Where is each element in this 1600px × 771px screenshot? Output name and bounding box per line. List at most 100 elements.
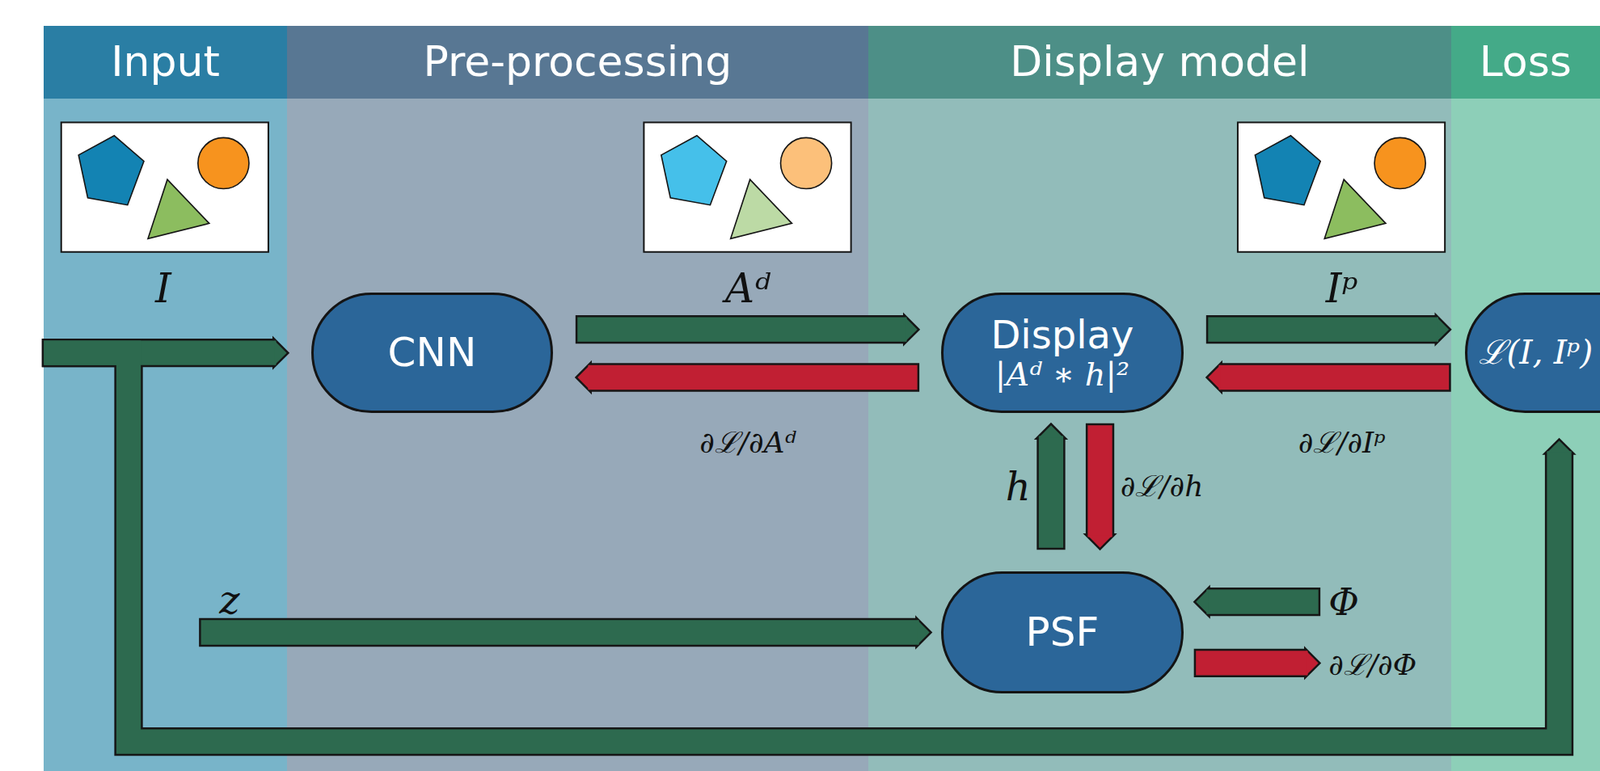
arrow-head xyxy=(904,317,917,342)
flow-connector xyxy=(577,365,917,390)
flow-connector xyxy=(1206,317,1449,342)
pentagon-shape xyxy=(661,135,727,206)
parameter-arrow xyxy=(1194,650,1319,676)
arrow-shaft xyxy=(42,338,275,368)
display-block: Display|Aᵈ ∗ h|² xyxy=(941,292,1184,414)
column-title: Input xyxy=(110,38,220,85)
arrow-shaft xyxy=(1194,649,1307,678)
symbol-label: ∂ℒ/∂Φ xyxy=(1328,649,1417,682)
edge-label: Iᵖ xyxy=(1325,266,1359,312)
arrow-shaft xyxy=(1207,317,1439,342)
parameter-arrow xyxy=(1195,590,1318,615)
arrow-shaft xyxy=(575,315,906,344)
preprocessing-column: Pre-processingCNN xyxy=(287,25,869,771)
column-title: Display model xyxy=(1009,38,1309,85)
arrow-head xyxy=(1207,365,1221,390)
connector-outlines xyxy=(42,317,1572,743)
flow-connector xyxy=(1087,425,1112,548)
arrow-head xyxy=(1436,317,1449,342)
triangle-shape xyxy=(1324,179,1386,239)
arrow-shaft xyxy=(1206,315,1437,344)
arrow-head xyxy=(577,365,590,390)
connector-fills xyxy=(43,317,1571,743)
block-label: PSF xyxy=(1025,610,1100,655)
arrow-shaft xyxy=(1036,437,1065,550)
arrow-head xyxy=(1087,536,1112,549)
arrow-shaft xyxy=(587,365,917,390)
flow-connector xyxy=(43,353,1571,743)
flow-connector xyxy=(43,341,287,366)
flow-connector xyxy=(575,317,918,342)
column-title: Loss xyxy=(1479,38,1572,85)
flow-connector xyxy=(1207,365,1449,390)
flow-connector xyxy=(42,341,288,366)
parameter-arrow xyxy=(1195,650,1318,676)
image-frame xyxy=(1237,122,1445,252)
circle-shape xyxy=(1374,137,1426,189)
arrow-head xyxy=(1038,425,1064,438)
arrow-head xyxy=(1195,590,1208,615)
image-frame xyxy=(61,122,269,252)
circle-shape xyxy=(198,137,250,189)
arrow-head xyxy=(1087,536,1112,549)
arrow-shaft xyxy=(1207,587,1321,617)
arrow-head xyxy=(917,620,930,645)
symbol-label: I xyxy=(155,266,172,312)
arrow-shaft xyxy=(1206,590,1318,615)
parameter-arrow xyxy=(1195,590,1321,615)
arrow-shaft xyxy=(201,620,920,645)
pentagon-shape xyxy=(78,135,144,206)
column-header: Input xyxy=(43,25,287,100)
arrow-head xyxy=(1195,590,1208,615)
edge-label: ∂ℒ/∂h xyxy=(1120,470,1204,503)
arrow-shaft xyxy=(43,341,276,366)
psf-block: PSF xyxy=(941,571,1184,694)
arrow-head xyxy=(917,620,930,645)
arrow-shaft xyxy=(1220,363,1451,392)
arrow-head xyxy=(1546,440,1571,453)
circle-shape xyxy=(781,137,832,189)
column-header: Loss xyxy=(1451,25,1600,100)
column-header: Pre-processing xyxy=(287,25,869,100)
block-label: Display xyxy=(990,313,1134,357)
arrow-head xyxy=(1546,440,1571,453)
edge-label: Aᵈ xyxy=(725,266,771,312)
image-thumbnail xyxy=(643,122,851,252)
arrow-head xyxy=(1306,650,1319,676)
block-label: CNN xyxy=(388,330,478,376)
arrow-head xyxy=(274,341,287,366)
arrow-shaft xyxy=(198,618,918,647)
arrow-shaft xyxy=(42,353,1560,743)
arrow-head xyxy=(1306,650,1319,676)
triangle-shape xyxy=(730,179,793,239)
arrow-head xyxy=(1436,317,1449,342)
edge-label: z xyxy=(219,578,240,622)
flow-connector xyxy=(1207,365,1451,390)
arrow-shaft xyxy=(1085,423,1115,537)
flow-connector xyxy=(42,353,1572,743)
triangle-shape xyxy=(147,179,210,239)
edge-label: h xyxy=(1005,465,1031,509)
cnn-block: CNN xyxy=(311,292,554,414)
arrow-shaft xyxy=(589,363,920,392)
flow-connector xyxy=(1038,425,1064,548)
flow-connector xyxy=(577,317,917,342)
arrow-shaft xyxy=(1087,425,1112,537)
edge-label: ∂ℒ/∂Iᵖ xyxy=(1298,426,1386,460)
arrow-shaft xyxy=(43,353,1559,743)
image-thumbnail xyxy=(1237,122,1445,252)
pentagon-shape xyxy=(1254,135,1321,206)
flow-connector xyxy=(201,620,930,645)
block-label: |Aᵈ ∗ h|² xyxy=(995,356,1130,393)
block-label: ℒ(I, Iᵖ) xyxy=(1478,334,1593,372)
column-title: Pre-processing xyxy=(423,38,733,85)
arrow-shaft xyxy=(577,317,907,342)
flow-connector xyxy=(198,620,930,645)
arrow-head xyxy=(274,341,287,366)
loss-column: Lossℒ(I, Iᵖ) xyxy=(1451,25,1600,771)
arrow-shaft xyxy=(1038,435,1064,548)
symbol-label: Φ xyxy=(1328,581,1360,623)
arrow-shaft xyxy=(1218,365,1449,390)
arrow-head xyxy=(904,317,917,342)
image-thumbnail xyxy=(61,122,269,252)
